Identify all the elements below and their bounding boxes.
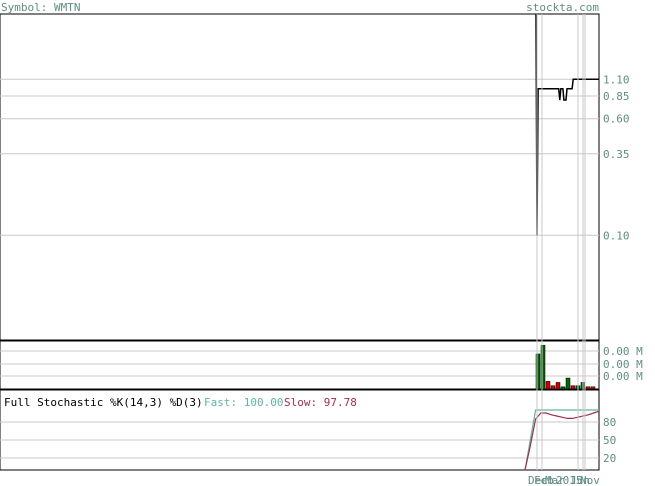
price-tick-label: 0.60 (603, 113, 630, 126)
x-axis-label: 2015 (556, 474, 583, 486)
volume-bar (535, 353, 541, 390)
stochastic-tick-label: 20 (603, 452, 616, 465)
volume-bar (590, 386, 596, 390)
stochastic-panel (0, 389, 600, 471)
symbol-label: Symbol: WMTN (1, 1, 80, 14)
price-tick-label: 0.35 (603, 148, 630, 161)
price-panel (0, 13, 600, 341)
stochastic-fast-label: Fast: 100.00 (204, 396, 283, 409)
x-axis-label: Mar (545, 474, 565, 486)
stochastic-tick-label: 80 (603, 416, 616, 429)
x-axis-label: Dec (528, 474, 548, 486)
price-tick-label: 0.10 (603, 229, 630, 242)
x-axis-label: Jun (570, 474, 590, 486)
volume-y-ticks: 0.00 M0.00 M0.00 M (603, 345, 643, 383)
volume-tick-label: 0.00 M (603, 358, 643, 371)
stochastic-title: Full Stochastic %K(14,3) %D(3) (4, 396, 203, 409)
price-tick-label: 1.10 (603, 73, 630, 86)
x-axis-label: Feb (534, 474, 554, 486)
volume-bar (545, 381, 551, 390)
stochastic-y-ticks: 80 50 20 (603, 416, 616, 465)
price-tick-label: 0.85 (603, 90, 630, 103)
volume-grid (0, 350, 599, 377)
stochastic-tick-label: 50 (603, 434, 616, 447)
price-line (535, 13, 599, 236)
price-grid (0, 78, 599, 236)
volume-bar (540, 344, 546, 390)
stochastic-grid (0, 421, 599, 459)
volume-bar (550, 385, 556, 390)
volume-bar (560, 386, 566, 390)
volume-panel (0, 340, 600, 390)
stochastic-slow-label: Slow: 97.78 (284, 396, 357, 409)
price-y-ticks: 1.10 0.85 0.60 0.35 0.10 (603, 73, 630, 242)
month-gridlines (536, 14, 586, 470)
volume-bar (555, 382, 561, 390)
site-label: stockta.com (526, 1, 599, 14)
volume-tick-label: 0.00 M (603, 345, 643, 358)
volume-bar (565, 377, 571, 390)
x-axis-label: Nov (580, 474, 600, 486)
volume-bar (585, 386, 591, 390)
volume-tick-label: 0.00 M (603, 370, 643, 383)
volume-bar (570, 385, 576, 390)
